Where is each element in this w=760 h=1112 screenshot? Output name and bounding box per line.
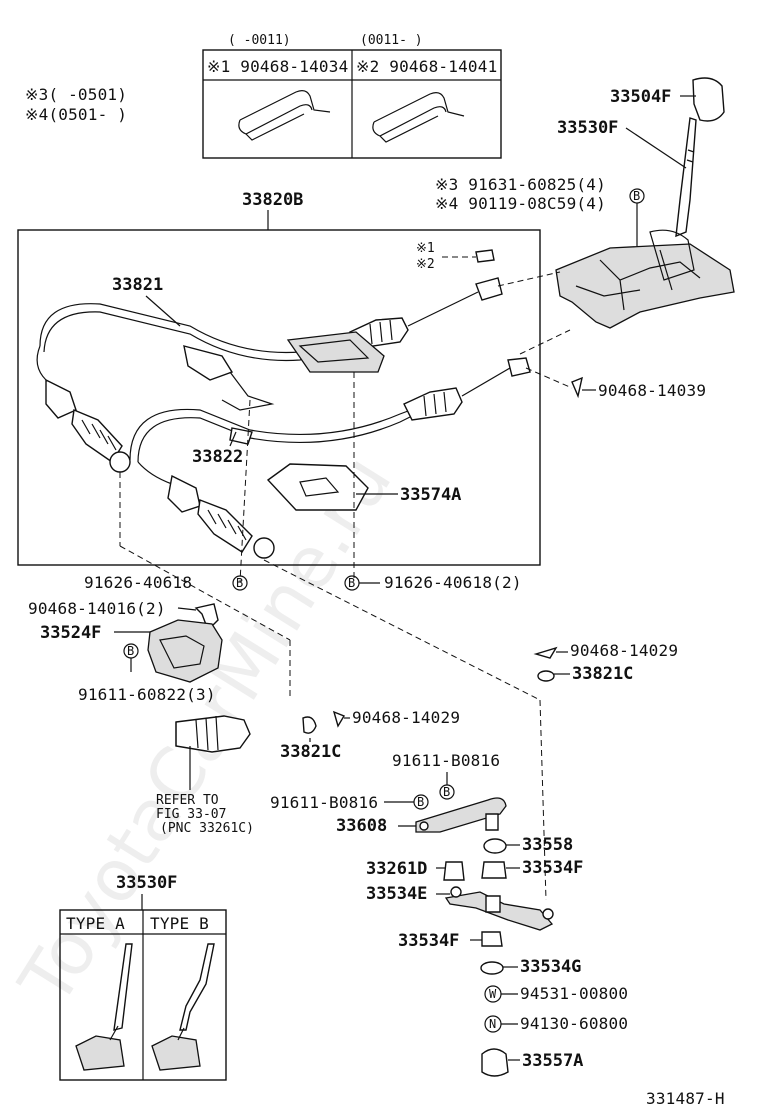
label-91631: ※3 91631-60825(4) [435,175,606,194]
marker-2: ※2 [416,257,435,272]
b-symbol-91626-a: B [236,576,243,590]
shift-lever [675,117,697,238]
cable-33821 [36,277,503,473]
label-33530f-top: 33530F [557,118,618,138]
label-33534g: 33534G [520,957,581,977]
clip-col2-part: ※2 90468-14041 [356,57,497,76]
label-91611-b0816-a: 91611-B0816 [392,751,500,770]
clip-col2-range: (0011- ) [360,33,423,48]
bracket-33524f [147,619,223,683]
refer-line-3: (PNC 33261C) [160,821,254,836]
lever-type-a-drawing [75,943,133,1071]
b-symbol-text: B [633,189,640,203]
shift-lever-assembly [555,77,735,329]
label-33821: 33821 [112,275,163,295]
figure-number: 331487-H [646,1089,725,1108]
label-91626-b: 91626-40618(2) [384,573,522,592]
label-33820b: 33820B [242,190,303,210]
label-90468-14016: 90468-14016(2) [28,599,166,618]
label-91611-60822: 91611-60822(3) [78,685,216,704]
label-94531: 94531-00800 [520,984,628,1003]
plate-33574a [266,463,369,511]
label-33534f-b: 33534F [398,931,459,951]
clip-col1-part: ※1 90468-14034 [207,57,348,76]
label-33558: 33558 [522,835,573,855]
washer-33558 [483,838,507,854]
label-33524f: 33524F [40,623,101,643]
label-91611-b0816-b: 91611-B0816 [270,793,378,812]
label-94130: 94130-60800 [520,1014,628,1033]
bushing-33534f-b [481,931,503,947]
clip-variant-table: ( -0011) (0011- ) ※1 90468-14034 ※2 9046… [202,33,502,159]
label-33574a: 33574A [400,485,461,505]
bracket-cable [286,331,385,373]
b-symbol-91611: B [127,644,134,658]
bushing-33261d [443,861,465,881]
label-33534e: 33534E [366,884,427,904]
label-33822: 33822 [192,447,243,467]
b-symbol-91626-b: B [348,576,355,590]
refer-line-2: FIG 33-07 [156,807,226,822]
shift-rod [175,715,251,790]
label-90468-14029-b: 90468-14029 [352,708,460,727]
b-symbol-b0816-a: B [443,785,450,799]
n-symbol: N [489,1017,496,1031]
label-33608: 33608 [336,816,387,836]
lever-type-b-drawing [151,943,215,1071]
type-b-label: TYPE B [150,914,209,933]
label-33530f-bottom: 33530F [116,873,177,893]
shift-knob [692,77,725,122]
note-3: ※3( -0501) [25,85,127,104]
label-90468-14029-a: 90468-14029 [570,641,678,660]
cable-assembly-frame [17,229,541,566]
clip-b-drawing [372,92,465,143]
w-symbol: W [489,987,497,1001]
washer-33534g [480,961,504,975]
label-90468-14039: 90468-14039 [598,381,706,400]
label-91626-a: 91626-40618 [84,573,192,592]
shift-base-housing [555,243,735,329]
clip-a-drawing [238,90,331,141]
marker-1: ※1 [416,241,435,256]
refer-line-1: REFER TO [156,793,219,808]
label-33261d: 33261D [366,859,427,879]
label-33534f-a: 33534F [522,858,583,878]
boot-33557a [481,1048,509,1077]
lever-33608 [415,797,507,833]
note-4: ※4(0501- ) [25,105,127,124]
label-33821c-b: 33821C [280,742,341,762]
label-33504f: 33504F [610,87,671,107]
label-33821c-a: 33821C [572,664,633,684]
bushing-33534f-a [481,861,507,879]
clip-col1-range: ( -0011) [228,33,291,48]
label-90119: ※4 90119-08C59(4) [435,194,606,213]
b-symbol-b0816-b: B [417,795,424,809]
type-a-label: TYPE A [66,914,125,933]
label-33557a: 33557A [522,1051,583,1071]
